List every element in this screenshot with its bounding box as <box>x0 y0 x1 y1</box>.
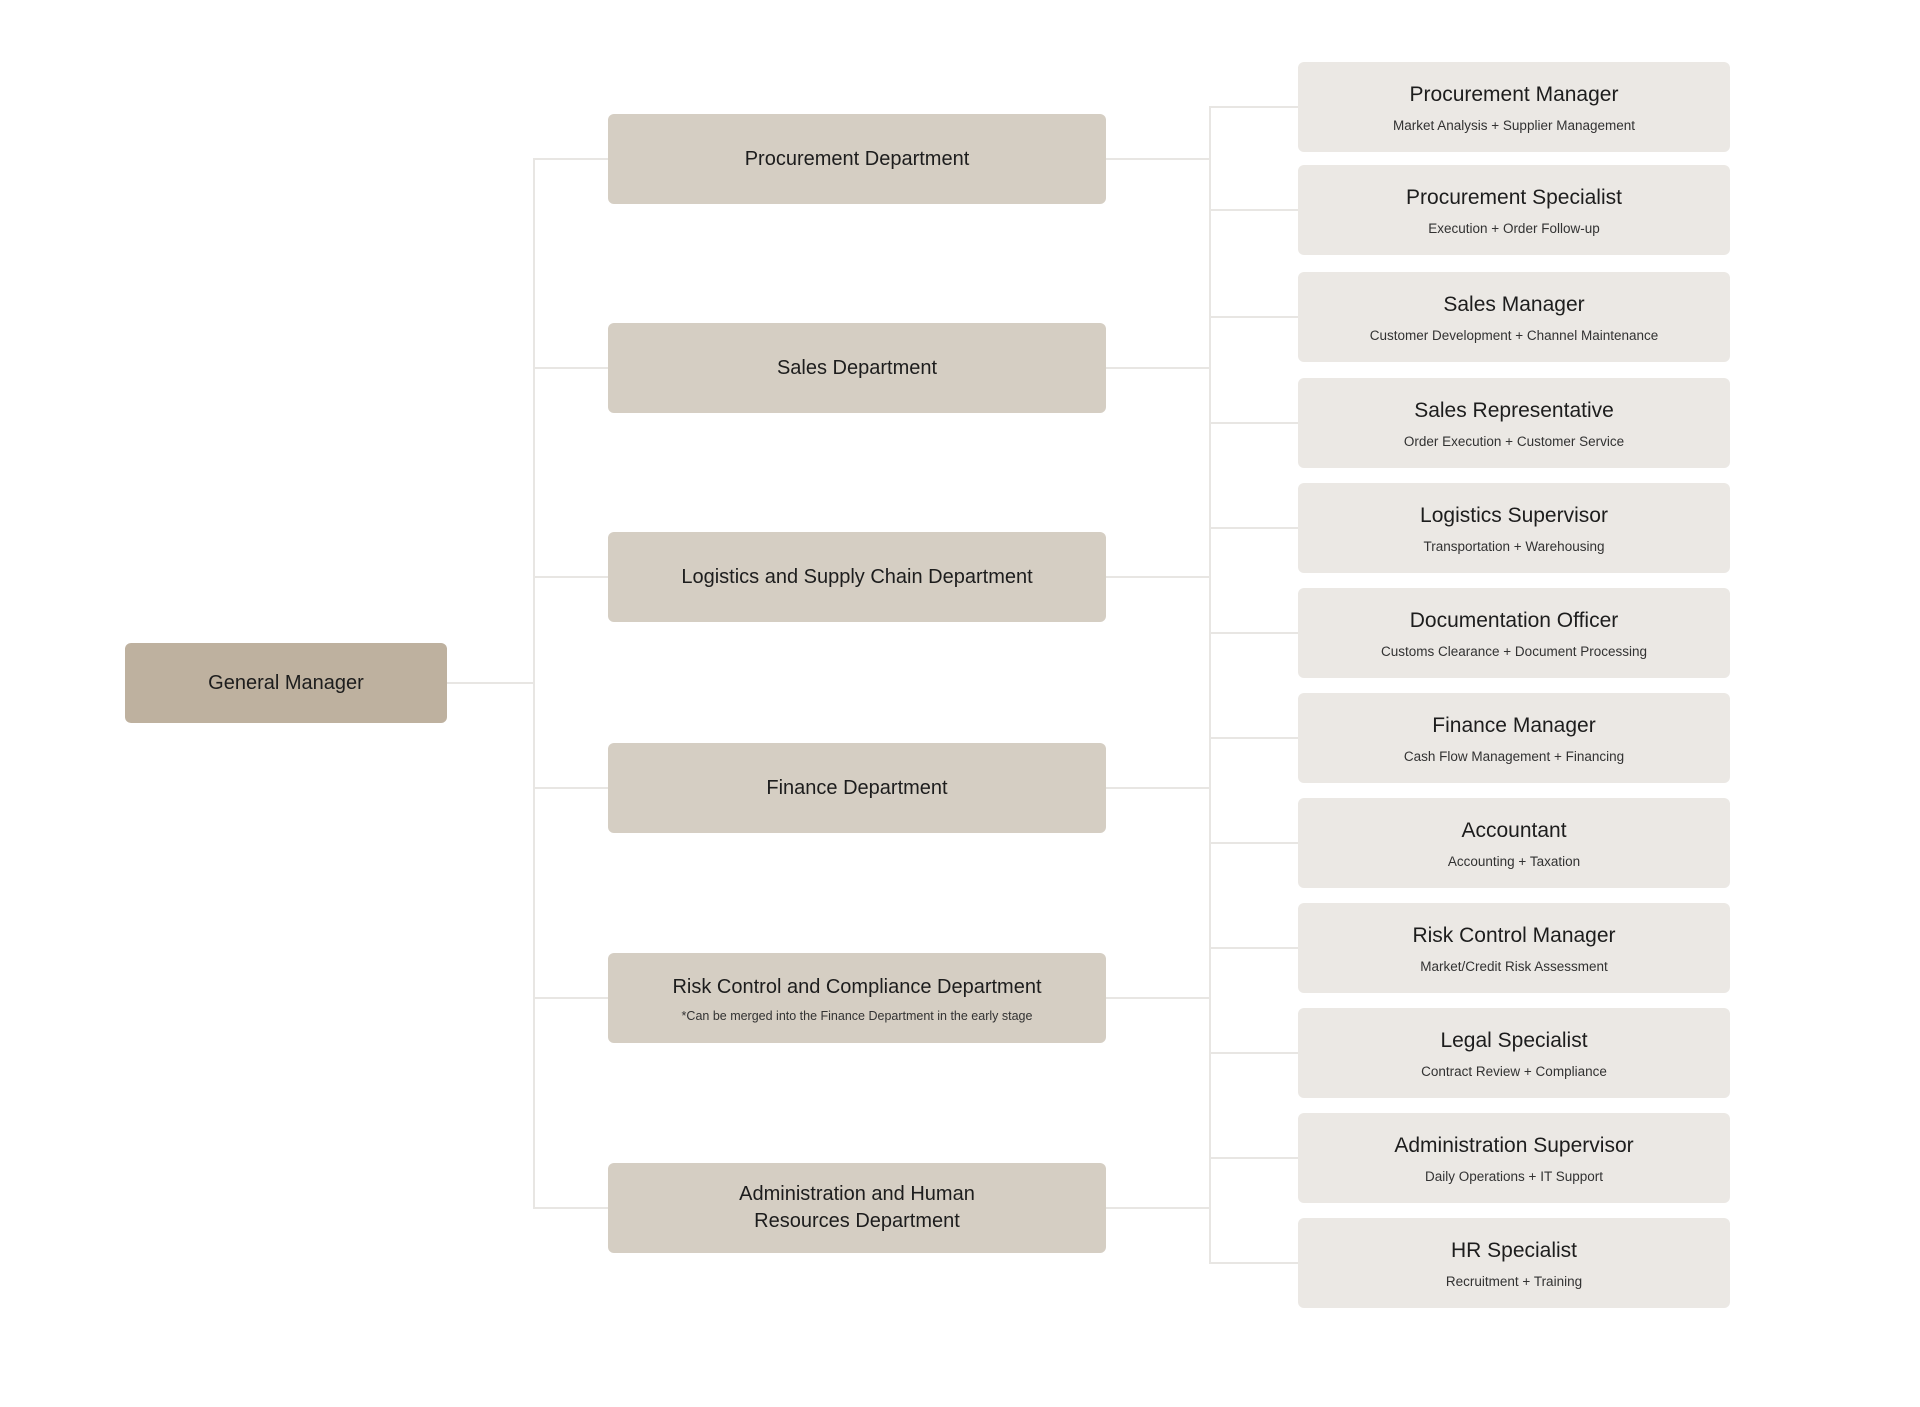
department-node-sales: Sales Department <box>608 323 1106 413</box>
role-node-hr-specialist: HR Specialist Recruitment + Training <box>1298 1218 1730 1308</box>
connector-right-spine <box>1209 106 1211 1264</box>
role-node-administration-supervisor: Administration Supervisor Daily Operatio… <box>1298 1113 1730 1203</box>
connector-dept-left-stub <box>533 158 608 160</box>
connector-role-stub <box>1209 1052 1298 1054</box>
node-title: HR Specialist <box>1450 1238 1578 1262</box>
connector-role-stub <box>1209 1262 1298 1264</box>
node-subtitle: Accounting + Taxation <box>1447 854 1581 870</box>
node-title: Legal Specialist <box>1440 1028 1588 1052</box>
department-node-procurement: Procurement Department <box>608 114 1106 204</box>
connector-dept-right-stub <box>1106 787 1209 789</box>
node-title: Finance Department <box>766 776 948 799</box>
role-node-sales-manager: Sales Manager Customer Development + Cha… <box>1298 272 1730 362</box>
node-subtitle: Market/Credit Risk Assessment <box>1420 959 1608 975</box>
department-node-risk-compliance: Risk Control and Compliance Department *… <box>608 953 1106 1043</box>
connector-role-stub <box>1209 209 1298 211</box>
node-subtitle: Customs Clearance + Document Processing <box>1381 644 1647 660</box>
connector-role-stub <box>1209 106 1298 108</box>
node-title: Risk Control Manager <box>1412 923 1616 947</box>
node-subtitle: Daily Operations + IT Support <box>1425 1169 1603 1185</box>
node-title: Documentation Officer <box>1409 608 1619 632</box>
node-title: Procurement Department <box>744 147 970 170</box>
connector-role-stub <box>1209 1157 1298 1159</box>
node-title: Administration and Human Resources Depar… <box>739 1183 975 1232</box>
connector-dept-left-stub <box>533 787 608 789</box>
role-node-finance-manager: Finance Manager Cash Flow Management + F… <box>1298 693 1730 783</box>
connector-role-stub <box>1209 947 1298 949</box>
connector-left-spine <box>533 158 535 1209</box>
node-title: Sales Representative <box>1414 398 1614 422</box>
node-subtitle: Execution + Order Follow-up <box>1428 221 1600 237</box>
connector-dept-right-stub <box>1106 367 1209 369</box>
connector-role-stub <box>1209 527 1298 529</box>
node-title: Procurement Manager <box>1409 82 1619 106</box>
node-subtitle: Customer Development + Channel Maintenan… <box>1369 328 1659 344</box>
role-node-procurement-specialist: Procurement Specialist Execution + Order… <box>1298 165 1730 255</box>
connector-role-stub <box>1209 422 1298 424</box>
node-title: Accountant <box>1461 818 1567 842</box>
role-node-risk-control-manager: Risk Control Manager Market/Credit Risk … <box>1298 903 1730 993</box>
department-node-admin-hr: Administration and Human Resources Depar… <box>608 1163 1106 1253</box>
connector-dept-left-stub <box>533 576 608 578</box>
node-subtitle: Recruitment + Training <box>1445 1274 1583 1290</box>
node-title: Risk Control and Compliance Department <box>672 975 1042 998</box>
connector-role-stub <box>1209 842 1298 844</box>
role-node-accountant: Accountant Accounting + Taxation <box>1298 798 1730 888</box>
node-title: Administration Supervisor <box>1394 1133 1634 1157</box>
node-title: Finance Manager <box>1432 713 1596 737</box>
node-note: *Can be merged into the Finance Departme… <box>681 1008 1033 1023</box>
connector-role-stub <box>1209 737 1298 739</box>
role-node-documentation-officer: Documentation Officer Customs Clearance … <box>1298 588 1730 678</box>
connector-dept-left-stub <box>533 1207 608 1209</box>
connector-dept-left-stub <box>533 367 608 369</box>
node-subtitle: Transportation + Warehousing <box>1423 539 1605 555</box>
node-subtitle: Cash Flow Management + Financing <box>1403 749 1625 765</box>
role-node-sales-representative: Sales Representative Order Execution + C… <box>1298 378 1730 468</box>
node-title: Procurement Specialist <box>1406 185 1622 209</box>
node-title: Sales Manager <box>1443 292 1585 316</box>
connector-dept-right-stub <box>1106 997 1209 999</box>
role-node-logistics-supervisor: Logistics Supervisor Transportation + Wa… <box>1298 483 1730 573</box>
connector-dept-right-stub <box>1106 158 1209 160</box>
node-title: Logistics Supervisor <box>1420 503 1608 527</box>
connector-dept-right-stub <box>1106 576 1209 578</box>
node-subtitle: Contract Review + Compliance <box>1421 1064 1607 1080</box>
connector-role-stub <box>1209 316 1298 318</box>
root-node-general-manager: General Manager <box>125 643 447 723</box>
node-subtitle: Order Execution + Customer Service <box>1403 434 1625 450</box>
node-title: General Manager <box>208 671 364 694</box>
department-node-finance: Finance Department <box>608 743 1106 833</box>
node-title: Logistics and Supply Chain Department <box>681 565 1033 588</box>
connector-role-stub <box>1209 632 1298 634</box>
role-node-procurement-manager: Procurement Manager Market Analysis + Su… <box>1298 62 1730 152</box>
connector-root-stub <box>447 682 533 684</box>
node-title: Sales Department <box>776 356 938 379</box>
department-node-logistics: Logistics and Supply Chain Department <box>608 532 1106 622</box>
connector-dept-left-stub <box>533 997 608 999</box>
role-node-legal-specialist: Legal Specialist Contract Review + Compl… <box>1298 1008 1730 1098</box>
node-subtitle: Market Analysis + Supplier Management <box>1393 118 1635 134</box>
connector-dept-right-stub <box>1106 1207 1209 1209</box>
